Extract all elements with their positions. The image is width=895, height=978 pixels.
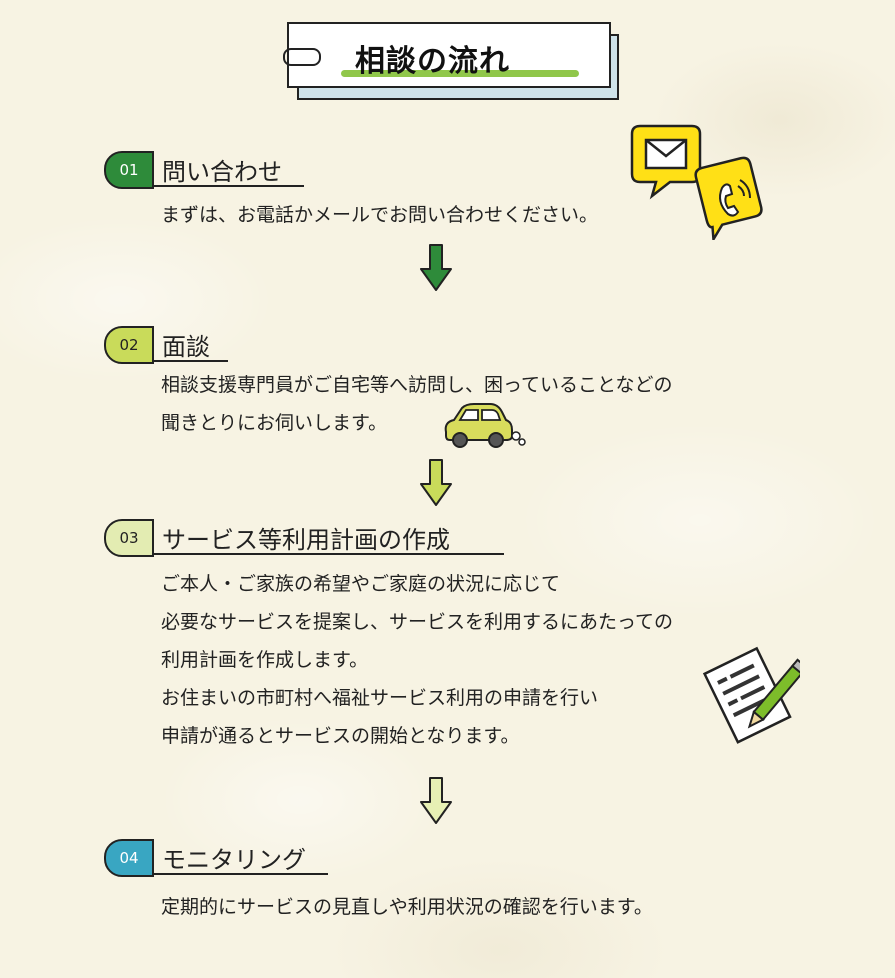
down-arrow-icon	[420, 244, 452, 291]
title-card: 相談の流れ	[287, 22, 611, 88]
document-pen-icon	[702, 646, 800, 744]
step-2-line-1: 相談支援専門員がご自宅等へ訪問し、困っていることなどの	[161, 374, 673, 396]
step-3-number: 03	[104, 519, 154, 557]
step-1-body: まずは、お電話かメールでお問い合わせください。	[161, 196, 598, 234]
step-2-title: 面談	[162, 333, 210, 361]
step-4-line-1: 定期的にサービスの見直しや利用状況の確認を行います。	[161, 896, 653, 918]
page-title-card: 相談の流れ	[283, 22, 619, 100]
step-4-number: 04	[104, 839, 154, 877]
down-arrow-icon	[420, 459, 452, 506]
mail-phone-icon	[630, 124, 763, 240]
step-3-title: サービス等利用計画の作成	[162, 526, 450, 554]
step-1-underline	[152, 185, 304, 187]
step-4-body: 定期的にサービスの見直しや利用状況の確認を行います。	[161, 888, 653, 926]
step-3-line-5: 申請が通るとサービスの開始となります。	[161, 725, 520, 747]
step-1-number: 01	[104, 151, 154, 189]
step-2-header: 02 面談	[104, 326, 254, 364]
down-arrow-icon	[420, 777, 452, 824]
step-4-title: モニタリング	[162, 846, 306, 874]
step-3-underline	[152, 553, 504, 555]
step-3-line-2: 必要なサービスを提案し、サービスを利用するにあたっての	[161, 611, 674, 633]
step-3-line-3: 利用計画を作成します。	[161, 649, 369, 671]
step-3-line-1: ご本人・ご家族の希望やご家庭の状況に応じて	[161, 573, 561, 595]
step-4-header: 04 モニタリング	[104, 839, 334, 877]
car-icon	[444, 403, 526, 448]
page-title: 相談の流れ	[355, 44, 510, 79]
step-1-title: 問い合わせ	[162, 158, 282, 186]
step-1-header: 01 問い合わせ	[104, 151, 304, 189]
step-2-underline	[152, 360, 228, 362]
step-3-body: ご本人・ご家族の希望やご家庭の状況に応じて 必要なサービスを提案し、サービスを利…	[161, 565, 673, 755]
step-3-header: 03 サービス等利用計画の作成	[104, 519, 504, 557]
step-3-line-4: お住まいの市町村へ福祉サービス利用の申請を行い	[161, 687, 599, 709]
title-underline	[341, 70, 579, 77]
step-4-underline	[152, 873, 328, 875]
paper-clip-icon	[283, 48, 321, 66]
step-2-number: 02	[104, 326, 154, 364]
step-2-line-2: 聞きとりにお伺いします。	[161, 412, 388, 434]
step-2-body: 相談支援専門員がご自宅等へ訪問し、困っていることなどの 聞きとりにお伺いします。	[161, 366, 672, 442]
step-1-line-1: まずは、お電話かメールでお問い合わせください。	[161, 204, 599, 226]
